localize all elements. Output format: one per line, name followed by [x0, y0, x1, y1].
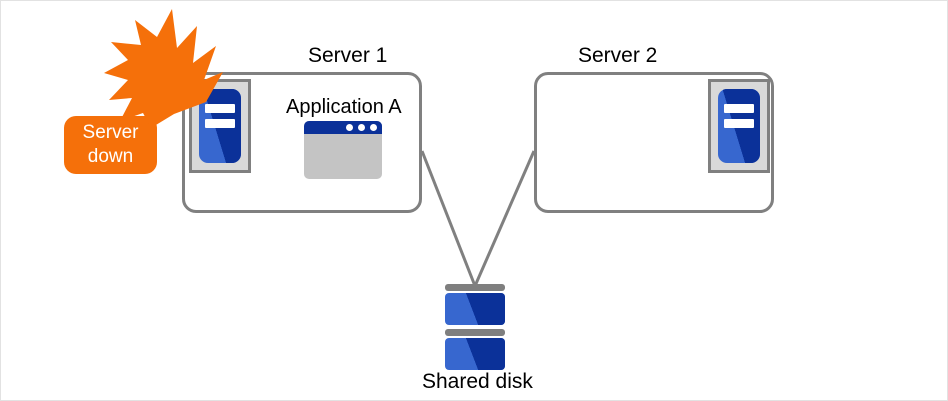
- server-2-caption: Server 2: [578, 44, 658, 67]
- disk-bar-top: [445, 284, 505, 291]
- server-down-line-1: Server: [82, 122, 139, 143]
- disk-platter-top: [445, 293, 505, 325]
- shared-disk-icon: [445, 284, 505, 370]
- window-dot-2: [358, 124, 365, 131]
- server-2-server-icon: [708, 79, 770, 173]
- window-dot-3: [370, 124, 377, 131]
- server-1-caption: Server 1: [308, 44, 388, 67]
- connector-server-1-to-disk: [420, 150, 477, 287]
- server-down-badge: Server down: [64, 116, 157, 174]
- server-2-box[interactable]: [534, 72, 774, 213]
- disk-bar-bottom: [445, 329, 505, 336]
- window-dot-1: [346, 124, 353, 131]
- application-window-icon: [304, 121, 382, 179]
- server-down-line-2: down: [87, 146, 134, 167]
- application-a-label: Application A: [286, 96, 402, 118]
- server-1-server-icon: [189, 79, 251, 173]
- server-1-box[interactable]: [182, 72, 422, 213]
- application-window-titlebar: [304, 121, 382, 134]
- shared-disk-caption: Shared disk: [422, 370, 533, 393]
- connector-server-2-to-disk: [473, 150, 536, 287]
- disk-platter-bottom: [445, 338, 505, 370]
